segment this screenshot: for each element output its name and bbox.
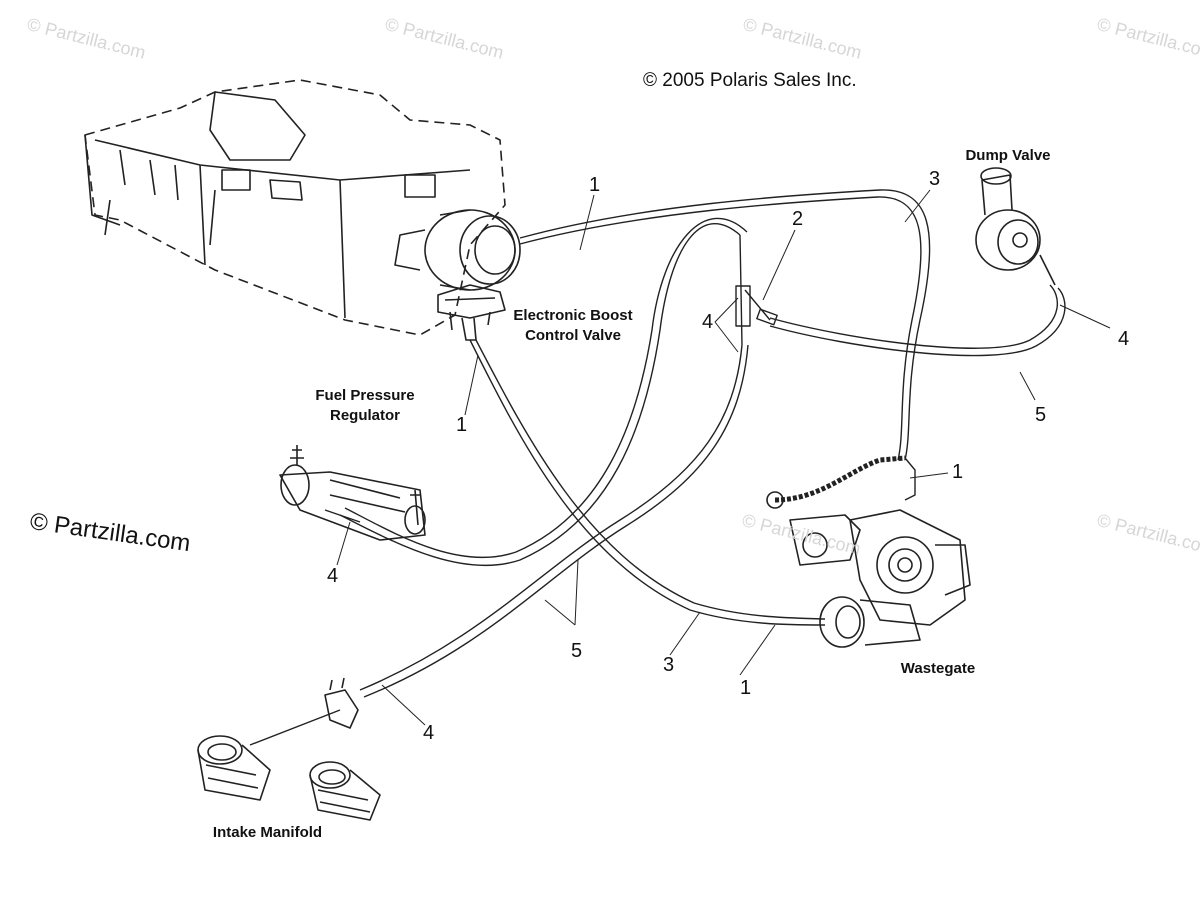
turbocharger-wastegate <box>766 491 971 648</box>
label-wastegate: Wastegate <box>900 660 976 677</box>
hoses <box>249 189 1066 746</box>
callout-4: 4 <box>423 722 435 744</box>
callout-3: 3 <box>929 168 941 190</box>
label-boost-valve: Electronic Boost Control Valve <box>498 306 648 346</box>
label-boost-valve-line1: Electronic Boost <box>513 307 633 324</box>
label-boost-valve-line2: Control Valve <box>525 327 621 344</box>
callout-5: 5 <box>1035 404 1047 426</box>
label-fuel-regulator: Fuel Pressure Regulator <box>295 386 435 426</box>
airbox-assembly <box>84 79 506 336</box>
callout-1: 1 <box>952 461 964 483</box>
fuel-pressure-regulator <box>279 445 426 541</box>
callout-4: 4 <box>327 565 339 587</box>
label-intake-manifold: Intake Manifold <box>212 824 323 841</box>
throttle-body <box>394 209 521 291</box>
callout-3: 3 <box>663 654 675 676</box>
callout-4: 4 <box>702 311 714 333</box>
label-fuel-regulator-line1: Fuel Pressure <box>315 387 415 404</box>
callout-1: 1 <box>740 677 752 699</box>
leader-lines <box>336 189 1111 726</box>
intake-manifold <box>197 735 381 821</box>
label-fuel-regulator-line2: Regulator <box>329 407 400 424</box>
dump-valve <box>975 167 1056 286</box>
callout-4: 4 <box>1118 328 1130 350</box>
callout-2: 2 <box>792 208 804 230</box>
map-sensor <box>324 677 359 729</box>
callout-5: 5 <box>571 640 583 662</box>
boost-control-valve <box>437 284 506 341</box>
label-dump-valve: Dump Valve <box>965 147 1051 164</box>
callout-1: 1 <box>456 414 468 436</box>
callout-1: 1 <box>589 174 601 196</box>
copyright-text: © 2005 Polaris Sales Inc. <box>643 70 857 91</box>
